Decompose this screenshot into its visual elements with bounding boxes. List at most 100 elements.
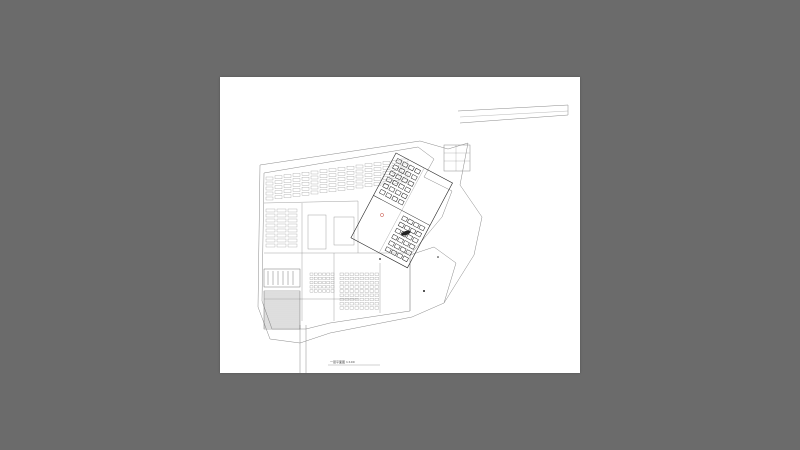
seat [349, 302, 354, 306]
seat [322, 285, 326, 289]
seat [374, 306, 379, 310]
rot-cell [404, 186, 412, 194]
seat [359, 285, 364, 289]
rot-cell [409, 227, 417, 235]
desk [287, 208, 298, 213]
seat [344, 293, 349, 297]
seat [318, 281, 322, 284]
seat [326, 281, 330, 284]
desk [355, 179, 364, 184]
desk [276, 208, 287, 213]
desk [373, 172, 382, 176]
desk [346, 166, 355, 170]
desk [283, 184, 292, 188]
rot-cell [399, 246, 407, 253]
desk [276, 223, 287, 228]
seat [359, 281, 364, 285]
rot-cell [384, 246, 392, 253]
rot-cell [401, 161, 409, 168]
rot-cell [401, 255, 409, 263]
desk [328, 168, 337, 172]
seat [364, 272, 369, 276]
desk [319, 174, 328, 178]
seat [364, 277, 369, 280]
seat [354, 272, 359, 276]
seat [339, 298, 344, 301]
desk [292, 183, 301, 187]
seat [354, 289, 359, 293]
rot-cell [379, 188, 386, 196]
rot-cell [391, 179, 399, 187]
desk [301, 192, 310, 196]
seat [369, 285, 374, 289]
desk [355, 184, 364, 189]
seat [318, 272, 322, 276]
desk [287, 238, 298, 243]
desk [319, 189, 328, 193]
rot-cell [407, 164, 415, 172]
seat [364, 302, 369, 306]
seat [364, 285, 369, 289]
rot-cell [392, 164, 400, 171]
seat [354, 281, 359, 285]
desk [274, 190, 283, 194]
seat [364, 298, 369, 301]
seat [349, 289, 354, 293]
rot-cell [404, 170, 412, 178]
seat [339, 306, 344, 310]
desk [287, 243, 298, 248]
seat [359, 306, 364, 310]
desk [276, 243, 287, 248]
seat [344, 281, 349, 285]
seat [364, 289, 369, 293]
desk [274, 175, 283, 179]
seat [374, 298, 379, 301]
room-outline [263, 268, 301, 288]
drawing-sheet[interactable]: 一层平面图 1:100 [220, 77, 580, 373]
seat [309, 272, 314, 276]
seat [322, 281, 326, 284]
rot-cell [413, 167, 421, 175]
desk [310, 175, 319, 180]
seat [369, 293, 374, 297]
desk [265, 223, 276, 228]
desk [265, 191, 274, 196]
desk [276, 218, 287, 223]
seat [354, 277, 359, 280]
desk [310, 185, 319, 190]
desk [301, 187, 310, 191]
desk [364, 183, 373, 187]
drawing-caption: 一层平面图 1:100 [330, 359, 355, 364]
desk [391, 160, 400, 164]
seat [318, 277, 322, 280]
seat [326, 285, 330, 289]
seat [322, 289, 326, 293]
seat [374, 281, 379, 285]
desk [292, 188, 301, 192]
desk [276, 228, 287, 233]
desk [265, 176, 274, 181]
rot-cell [397, 183, 405, 190]
desk [355, 164, 364, 169]
desk [283, 194, 292, 198]
rot-cell [385, 176, 393, 184]
desk [292, 173, 301, 177]
desk [319, 169, 328, 173]
seat [326, 272, 330, 276]
seat [359, 289, 364, 293]
rot-cell [403, 224, 411, 232]
seat [318, 285, 322, 289]
seat [374, 289, 379, 293]
desk [287, 213, 298, 218]
desk [373, 177, 382, 181]
rot-cell [408, 243, 416, 250]
desk [265, 181, 274, 186]
seat [318, 289, 322, 293]
stair-outline [263, 290, 301, 330]
desk [283, 174, 292, 178]
seat [344, 272, 349, 276]
rot-cell [393, 243, 401, 250]
rot-cell [412, 221, 420, 229]
desk-grid-left [265, 208, 298, 248]
